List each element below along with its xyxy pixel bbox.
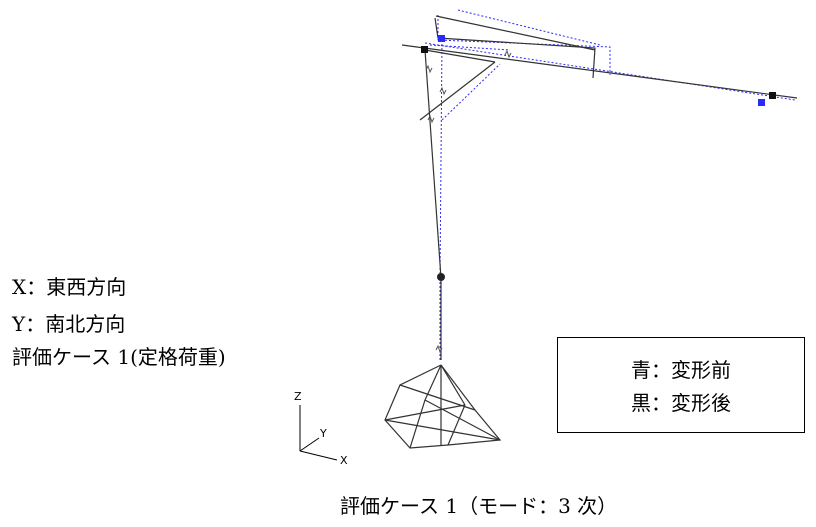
x-direction-note: X：東西方向	[12, 275, 127, 299]
y-direction-note: Y：南北方向	[12, 312, 126, 336]
x-axis-label: X	[340, 454, 348, 467]
node-blue	[758, 99, 765, 106]
node-black	[421, 46, 428, 53]
node-markers	[421, 35, 776, 281]
y-axis-label: Y	[320, 427, 327, 440]
legend-after: 黒：変形後	[631, 391, 731, 415]
legend-before: 青：変形前	[631, 358, 731, 382]
node-blue	[438, 35, 445, 42]
z-axis-label: Z	[294, 390, 302, 403]
deformed-shape	[384, 15, 798, 449]
node-black	[769, 92, 776, 99]
node-joint	[437, 273, 445, 281]
undeformed-shape	[424, 9, 796, 360]
support-marks	[425, 49, 512, 354]
eval-case-note: 評価ケース 1(定格荷重)	[12, 345, 226, 369]
figure-caption: 評価ケース 1（モード：3 次）	[340, 494, 618, 518]
axis-triad	[299, 405, 338, 461]
legend-box: 青：変形前 黒：変形後	[557, 337, 805, 433]
